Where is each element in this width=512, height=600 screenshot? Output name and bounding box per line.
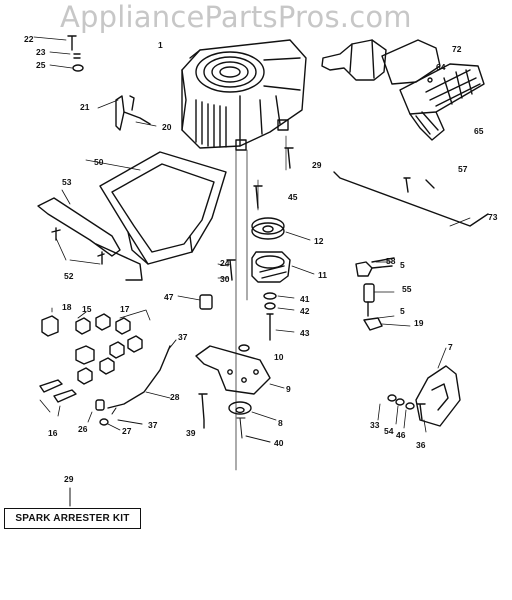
callout-37: 37 [148, 420, 158, 430]
callout-40: 40 [274, 438, 284, 448]
callout-5: 5 [400, 260, 405, 270]
bolt-45 [253, 185, 263, 209]
bolt-stack [263, 292, 295, 341]
callout-28: 28 [170, 392, 180, 402]
hardware-24-30 [217, 259, 236, 281]
callout-45: 45 [288, 192, 298, 202]
engine-drawing [181, 39, 307, 151]
callout-11: 11 [318, 270, 327, 280]
callout-33: 33 [370, 420, 380, 430]
callout-30: 30 [220, 274, 230, 284]
brackets-52-53 [37, 189, 143, 281]
spacer-47 [177, 294, 213, 310]
spark-arrester-kit-label: SPARK ARRESTER KIT [4, 508, 141, 529]
callout-65: 65 [474, 126, 484, 136]
callout-5: 5 [400, 306, 405, 316]
callout-19: 19 [414, 318, 424, 328]
hardware-22-25 [33, 35, 84, 72]
callout-42: 42 [300, 306, 310, 316]
callout-46: 46 [396, 430, 406, 440]
callout-18: 18 [62, 302, 72, 312]
callout-29: 29 [312, 160, 322, 170]
tray-50 [85, 151, 227, 265]
watermark: AppliancePartsPros.com [60, 0, 412, 34]
pulley-12 [251, 217, 311, 241]
callout-50: 50 [94, 157, 104, 167]
bracket-20-21 [97, 95, 157, 131]
callout-73: 73 [488, 212, 498, 222]
callout-8: 8 [278, 418, 283, 428]
callout-10: 10 [274, 352, 284, 362]
callout-41: 41 [300, 294, 310, 304]
callout-53: 53 [62, 177, 72, 187]
callout-12: 12 [314, 236, 324, 246]
hardware-26-27 [87, 399, 121, 431]
bolt-39 [198, 393, 208, 429]
callout-26: 26 [78, 424, 88, 434]
callout-24: 24 [220, 258, 230, 268]
washer-10 [238, 344, 250, 352]
callout-47: 47 [164, 292, 174, 302]
callout-58: 58 [386, 256, 396, 266]
callout-72: 72 [452, 44, 462, 54]
switch-parts [39, 307, 151, 417]
callout-39: 39 [186, 428, 196, 438]
bolt-40 [236, 417, 271, 443]
callout-9: 9 [286, 384, 291, 394]
callout-23: 23 [36, 47, 46, 57]
callout-36: 36 [416, 440, 426, 450]
callout-29: 29 [64, 474, 74, 484]
callout-43: 43 [300, 328, 310, 338]
bolt-29 [284, 147, 294, 169]
cable-28 [107, 345, 171, 409]
centre-lines [235, 135, 287, 471]
callout-52: 52 [64, 271, 74, 281]
callout-22: 22 [24, 34, 34, 44]
plate-9 [195, 345, 285, 395]
lever-7 [415, 347, 461, 427]
callout-17: 17 [120, 304, 130, 314]
muffler-drawing [321, 39, 485, 141]
callout-64: 64 [436, 62, 446, 72]
callout-15: 15 [82, 304, 92, 314]
callout-20: 20 [162, 122, 172, 132]
callout-1: 1 [158, 40, 163, 50]
callout-16: 16 [48, 428, 58, 438]
callout-55: 55 [402, 284, 412, 294]
callout-21: 21 [80, 102, 90, 112]
clip-37 [111, 339, 177, 425]
right-parts [333, 171, 489, 331]
callout-54: 54 [384, 426, 394, 436]
callout-25: 25 [36, 60, 46, 70]
callout-57: 57 [458, 164, 468, 174]
callout-27: 27 [122, 426, 132, 436]
callout-37: 37 [178, 332, 188, 342]
idler-8 [228, 401, 277, 421]
callout-7: 7 [448, 342, 453, 352]
clutch-11 [251, 251, 315, 283]
hardware-33-54-46-36 [377, 394, 427, 433]
